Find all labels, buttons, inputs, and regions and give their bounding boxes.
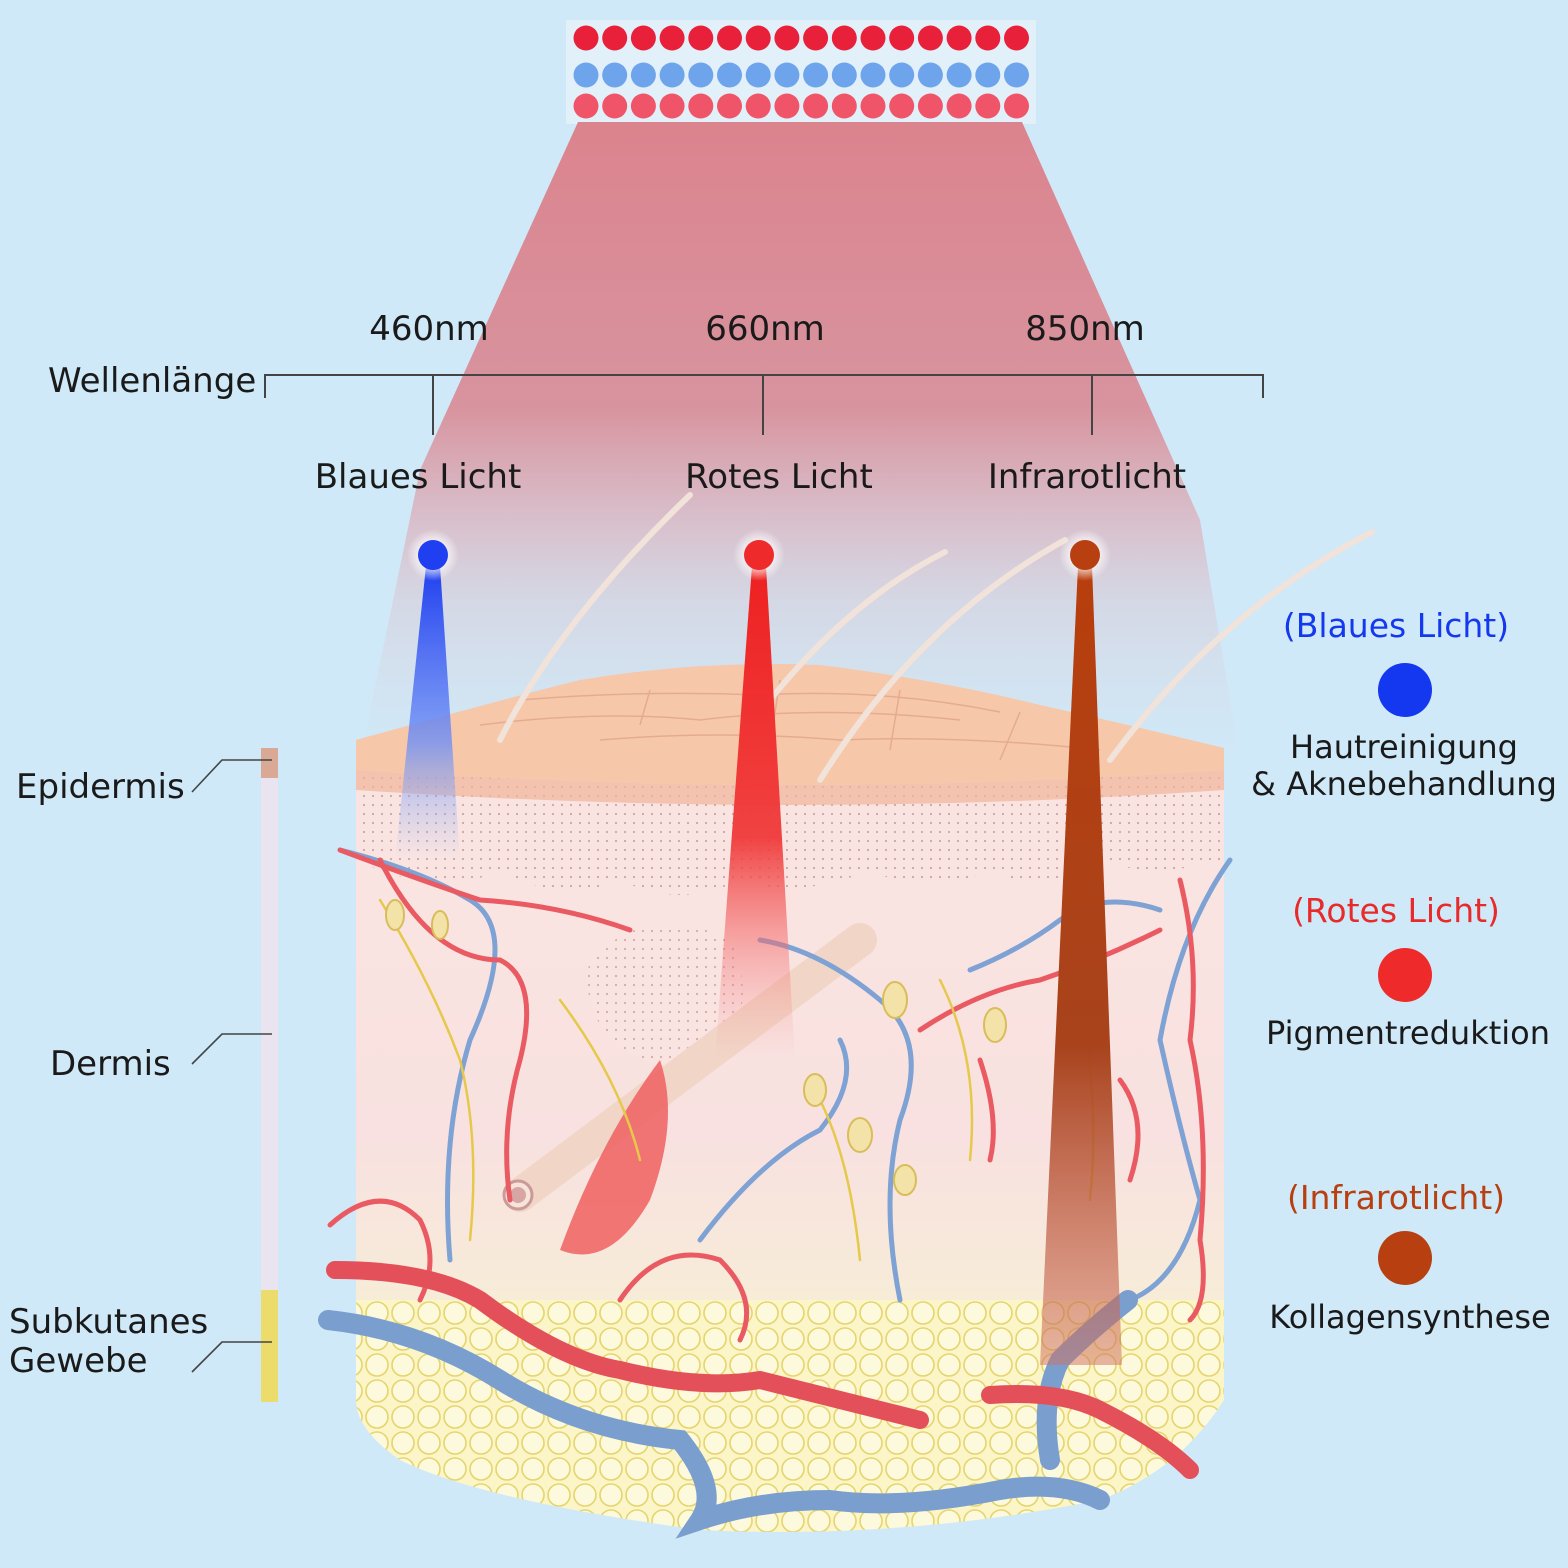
light-rays: [395, 566, 1122, 1365]
led-dot: [831, 25, 857, 51]
layer-label-subcutaneous-line1: Subkutanes: [9, 1302, 209, 1342]
led-dot: [975, 93, 1001, 119]
light-sources: [407, 529, 1111, 581]
led-dot: [745, 93, 771, 119]
led-dot: [1004, 62, 1029, 88]
band-label-blue: Blaues Licht: [314, 457, 522, 497]
legend-heading-infrared: (Infrarotlicht): [1286, 1178, 1506, 1217]
led-dot: [917, 93, 943, 119]
led-dot: [602, 93, 628, 119]
led-dot: [860, 93, 886, 119]
led-dot: [889, 25, 915, 51]
led-dot: [946, 25, 972, 51]
led-dot: [917, 25, 943, 51]
led-dot: [659, 62, 685, 88]
led-dot: [717, 62, 742, 88]
led-dot: [803, 93, 829, 119]
led-dot: [659, 25, 685, 51]
layer-label-subcutaneous: Subkutanes Gewebe: [9, 1302, 209, 1382]
layer-label-dermis: Dermis: [50, 1044, 171, 1084]
legend-desc-red: Pigmentreduktion: [1265, 1014, 1551, 1052]
led-dot: [917, 62, 943, 88]
led-dot: [774, 62, 800, 88]
led-dot: [860, 25, 886, 51]
layer-scale-bar: [191, 748, 278, 1402]
wavelength-axis: [264, 374, 1264, 435]
legend-red-dot: [1378, 948, 1432, 1002]
subcutaneous-scale: [261, 1290, 278, 1402]
led-dot: [831, 62, 857, 88]
led-dot: [860, 62, 886, 88]
light-beam: [360, 122, 1240, 760]
blue-light-ray: [395, 566, 460, 860]
blue-light-source: [418, 540, 448, 570]
led-dot: [688, 93, 714, 119]
wavelength-660: 660nm: [705, 309, 825, 349]
red-light-ray: [715, 566, 795, 1060]
skin-surface: [356, 664, 1224, 785]
led-dot: [745, 62, 771, 88]
legend-infrared-dot: [1378, 1231, 1432, 1285]
wavelength-460: 460nm: [369, 309, 489, 349]
led-dot: [975, 62, 1001, 88]
led-dot: [946, 62, 972, 88]
led-dot: [630, 62, 656, 88]
legend-heading-red: (Rotes Licht): [1292, 891, 1500, 930]
led-dot: [573, 93, 599, 119]
band-label-red: Rotes Licht: [685, 457, 873, 497]
wavelength-850: 850nm: [1025, 309, 1145, 349]
led-dot: [717, 93, 742, 119]
led-dot: [630, 25, 656, 51]
epidermis-scale: [261, 748, 278, 778]
led-dot: [803, 62, 829, 88]
led-dot: [745, 25, 771, 51]
led-dot: [602, 25, 628, 51]
led-dot: [630, 93, 656, 119]
legend-desc-blue-line1: Hautreinigung: [1290, 728, 1518, 766]
legend-heading-blue: (Blaues Licht): [1282, 606, 1510, 645]
legend-blue-dot: [1378, 663, 1432, 717]
led-dot: [774, 93, 800, 119]
infrared-light-source: [1070, 540, 1100, 570]
led-dot: [889, 93, 915, 119]
led-dot: [803, 25, 829, 51]
blood-vessels: [318, 847, 1233, 1539]
led-dot: [717, 25, 742, 51]
led-dot: [774, 25, 800, 51]
led-dot: [1004, 25, 1029, 51]
layer-label-epidermis: Epidermis: [16, 767, 185, 807]
led-dot: [1004, 93, 1029, 119]
band-label-infrared: Infrarotlicht: [987, 457, 1187, 497]
legend-desc-blue: Hautreinigung & Aknebehandlung: [1251, 729, 1557, 803]
led-dot: [602, 62, 628, 88]
led-dot: [831, 93, 857, 119]
led-panel: [566, 20, 1036, 124]
infrared-light-ray: [1040, 566, 1122, 1365]
led-dot: [889, 62, 915, 88]
led-dot: [975, 25, 1001, 51]
wavelength-label: Wellenlänge: [48, 361, 257, 401]
led-dot: [573, 62, 599, 88]
led-dot: [946, 93, 972, 119]
legend-desc-infrared: Kollagensynthese: [1269, 1298, 1551, 1336]
led-dot: [573, 25, 599, 51]
led-dot: [688, 62, 714, 88]
layer-label-subcutaneous-line2: Gewebe: [9, 1341, 148, 1382]
led-dot: [659, 93, 685, 119]
legend-desc-blue-line2: & Aknebehandlung: [1251, 764, 1557, 803]
led-dot: [688, 25, 714, 51]
red-light-source: [744, 540, 774, 570]
